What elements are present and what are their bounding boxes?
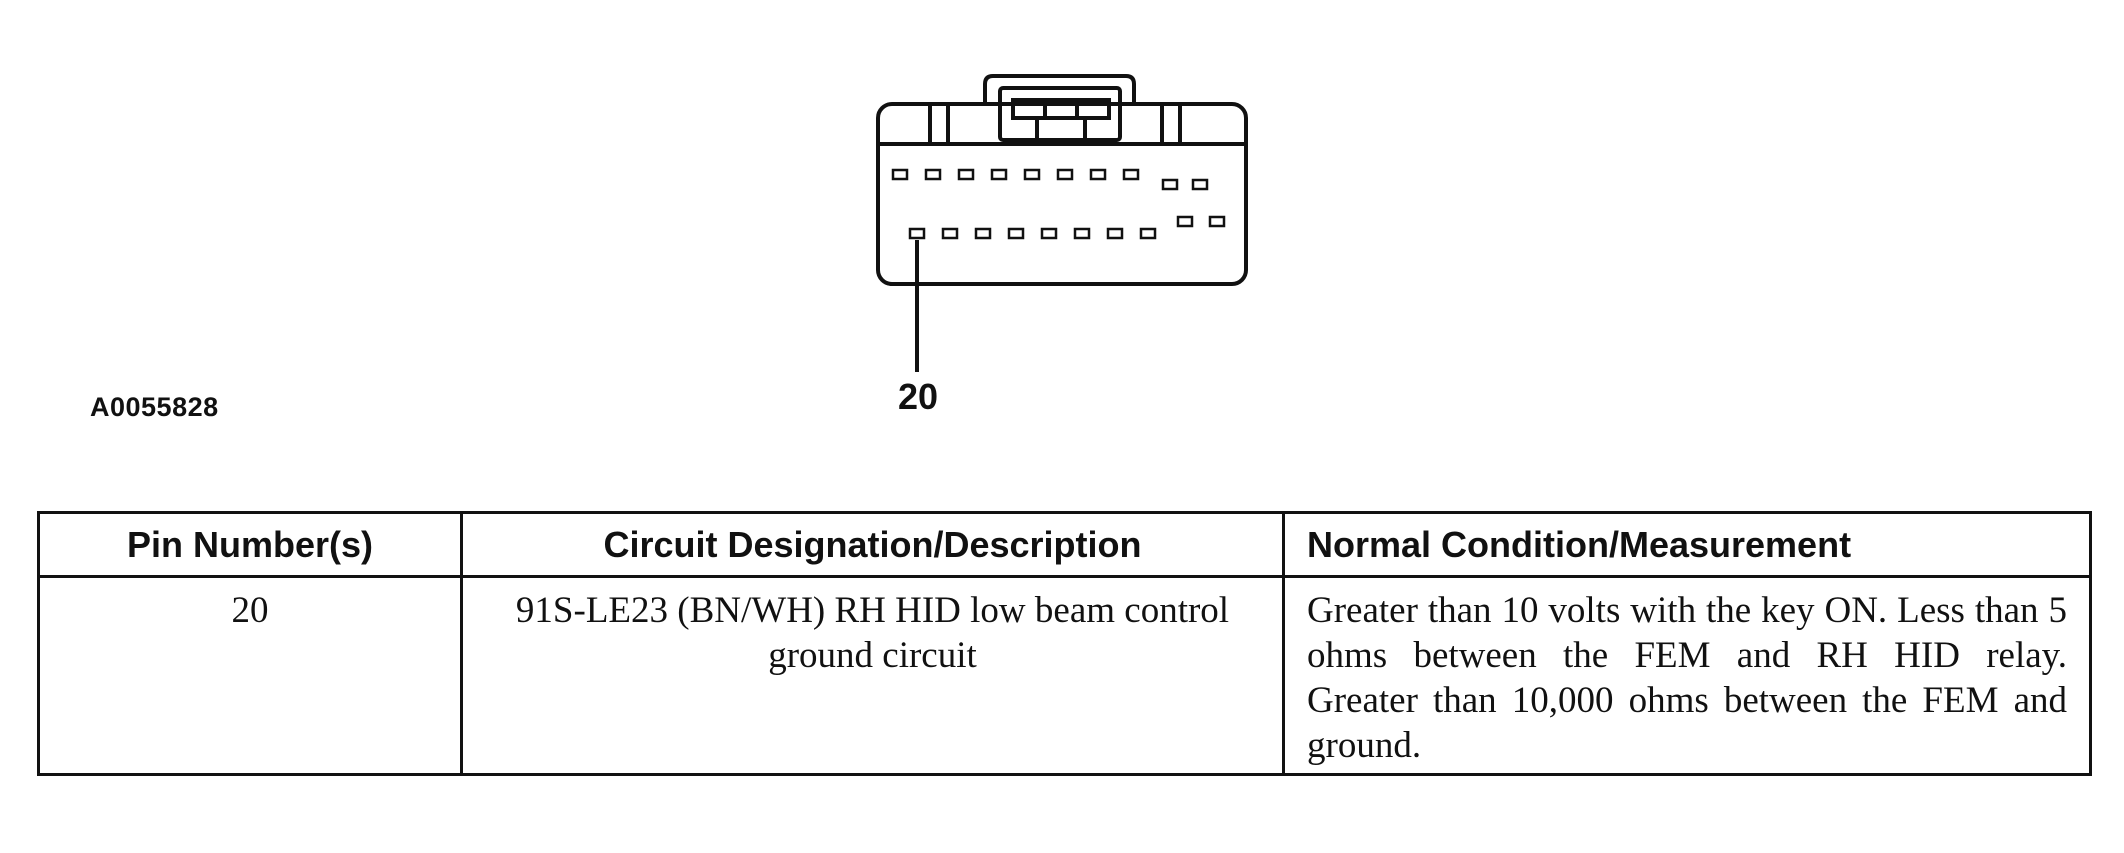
latch-slot <box>1075 98 1111 120</box>
cell-pin-number: 20 <box>37 575 463 776</box>
connector-body <box>876 102 1248 286</box>
connector-figure: A0055828 20 <box>90 74 1248 422</box>
pin-cavity <box>1208 215 1226 228</box>
pin-cavities <box>891 168 1226 240</box>
pin-callout-number: 20 <box>897 376 939 417</box>
table-header-row: Pin Number(s) Circuit Designation/Descri… <box>37 511 2092 578</box>
pin-cavity <box>924 168 942 181</box>
pin-cavity <box>1056 168 1074 181</box>
pin-cavity <box>957 168 975 181</box>
pin-cavity <box>1161 178 1179 191</box>
pin-cavity <box>1007 227 1025 240</box>
locking-tab-frame <box>998 86 1122 142</box>
pin-cavity <box>891 168 909 181</box>
pin-cavity <box>1139 227 1157 240</box>
pin-cavity <box>1122 168 1140 181</box>
pin-cavity-20 <box>908 227 926 240</box>
pin-cavity <box>1191 178 1209 191</box>
connector-face-diagram <box>876 74 1248 372</box>
cell-circuit-description: 91S-LE23 (BN/WH) RH HID low beam control… <box>460 575 1285 776</box>
pin-cavity <box>941 227 959 240</box>
pin-cavity <box>974 227 992 240</box>
header-normal-condition: Normal Condition/Measurement <box>1282 511 2092 578</box>
header-pin-number: Pin Number(s) <box>37 511 463 578</box>
figure-id-label: A0055828 <box>90 392 219 422</box>
pin-cavity <box>990 168 1008 181</box>
header-circuit-designation: Circuit Designation/Description <box>460 511 1285 578</box>
pin-cavity <box>1073 227 1091 240</box>
pin-cavity <box>1040 227 1058 240</box>
pin-table-header: Pin Number(s) Circuit Designation/Descri… <box>37 511 2092 578</box>
pin-table-body: 20 91S-LE23 (BN/WH) RH HID low beam cont… <box>37 575 2092 776</box>
latch-boss <box>1035 118 1087 142</box>
pin-table: Pin Number(s) Circuit Designation/Descri… <box>37 511 2092 776</box>
cell-normal-condition: Greater than 10 volts with the key ON. L… <box>1282 575 2092 776</box>
pin-cavity <box>1106 227 1124 240</box>
pin-cavity <box>1023 168 1041 181</box>
table-row: 20 91S-LE23 (BN/WH) RH HID low beam cont… <box>37 575 2092 776</box>
locking-tab <box>983 74 1136 106</box>
pin-cavity <box>1089 168 1107 181</box>
pin-cavity <box>1176 215 1194 228</box>
